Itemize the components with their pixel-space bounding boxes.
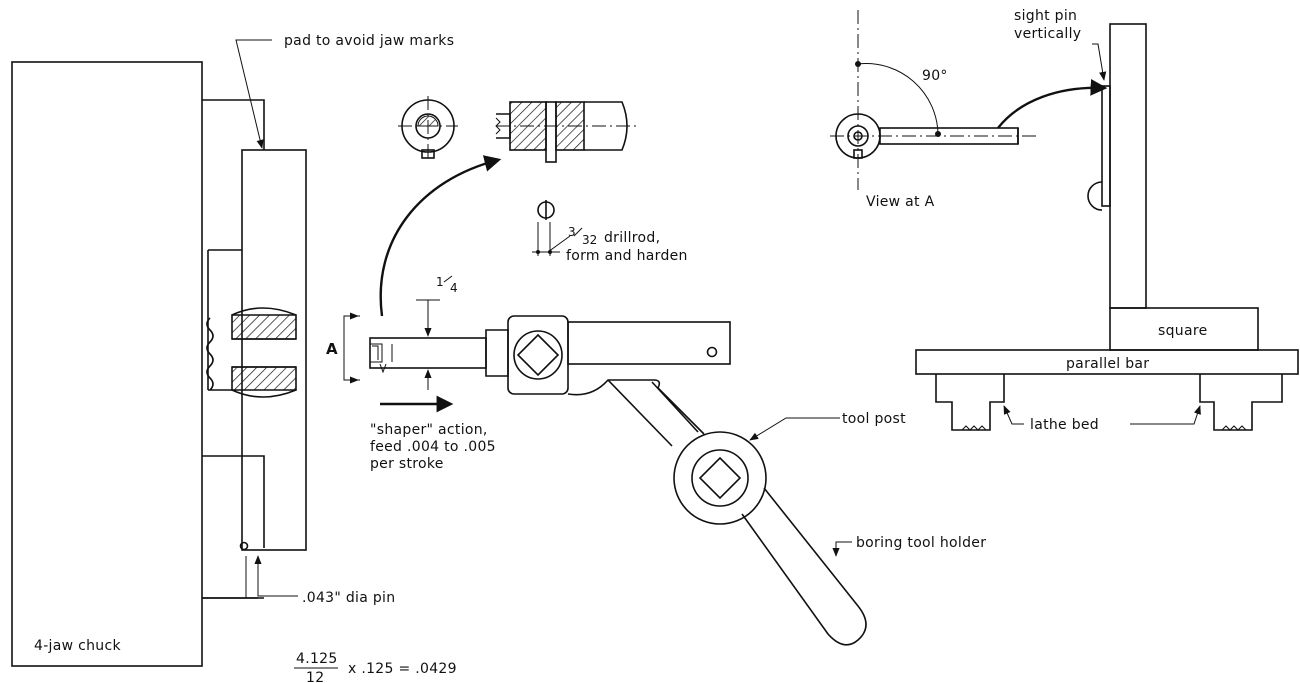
angle-label: 90°	[922, 68, 948, 84]
bushing-section	[231, 307, 297, 398]
parallel-bar	[915, 349, 1299, 375]
pad-label: pad to avoid jaw marks	[284, 33, 454, 49]
boring-label: boring tool holder	[856, 535, 986, 551]
chuck-body	[11, 61, 203, 667]
cutter-section-view	[495, 101, 640, 163]
quarter-num: 1	[436, 275, 444, 289]
boring-leader	[832, 541, 852, 557]
dim-a-label: A	[326, 340, 338, 358]
view-a	[830, 10, 1040, 190]
chuck-label: 4-jaw chuck	[34, 638, 121, 654]
cutter-end-view	[398, 96, 458, 159]
lathe-bed	[935, 374, 1283, 431]
formula-numerator: 4.125	[296, 651, 338, 667]
lathe-leader-left	[1003, 405, 1024, 425]
formula-rest: x .125 = .0429	[348, 661, 457, 677]
parallel-label: parallel bar	[1066, 356, 1149, 372]
transfer-arrow	[379, 155, 502, 317]
square-tool	[1087, 23, 1259, 351]
tool-post-leader	[749, 417, 840, 441]
drill-den: 32	[582, 233, 597, 247]
break-line	[206, 317, 214, 391]
view-label: View at A	[866, 194, 935, 210]
sight-line-2: vertically	[1014, 26, 1081, 42]
square-label: square	[1158, 323, 1208, 339]
holder-block	[507, 315, 731, 395]
sight-line-1: sight pin	[1014, 8, 1077, 24]
sight-leader	[1092, 43, 1107, 81]
workpiece	[241, 136, 307, 551]
dia-pin	[239, 541, 249, 551]
pad-leader	[235, 39, 272, 149]
quarter-den: 4	[450, 281, 458, 295]
pin-leader	[254, 555, 298, 597]
formula-denominator: 12	[306, 670, 324, 683]
tool-post-label: tool post	[842, 411, 906, 427]
pin-label: .043" dia pin	[302, 590, 395, 606]
drill-line-1: drillrod,	[604, 230, 660, 246]
pin-detail	[532, 200, 571, 256]
shaper-line-2: feed .004 to .005	[370, 439, 496, 455]
lathe-leader-right	[1130, 405, 1201, 425]
tool-holder-arm	[567, 379, 867, 646]
drill-num: 3	[568, 225, 576, 239]
lathe-label: lathe bed	[1030, 417, 1099, 433]
dim-a-bracket	[343, 312, 360, 384]
sight-arrow	[997, 79, 1108, 129]
boring-bar	[369, 329, 509, 377]
shaper-line-1: "shaper" action,	[370, 422, 488, 438]
drill-line-2: form and harden	[566, 248, 688, 264]
formula: 4.125 12 x .125 = .0429	[294, 651, 457, 683]
quarter-dim: 1 4	[416, 275, 458, 390]
shaper-line-3: per stroke	[370, 456, 444, 472]
tool-post	[673, 431, 767, 525]
chuck-jaws	[202, 99, 265, 599]
